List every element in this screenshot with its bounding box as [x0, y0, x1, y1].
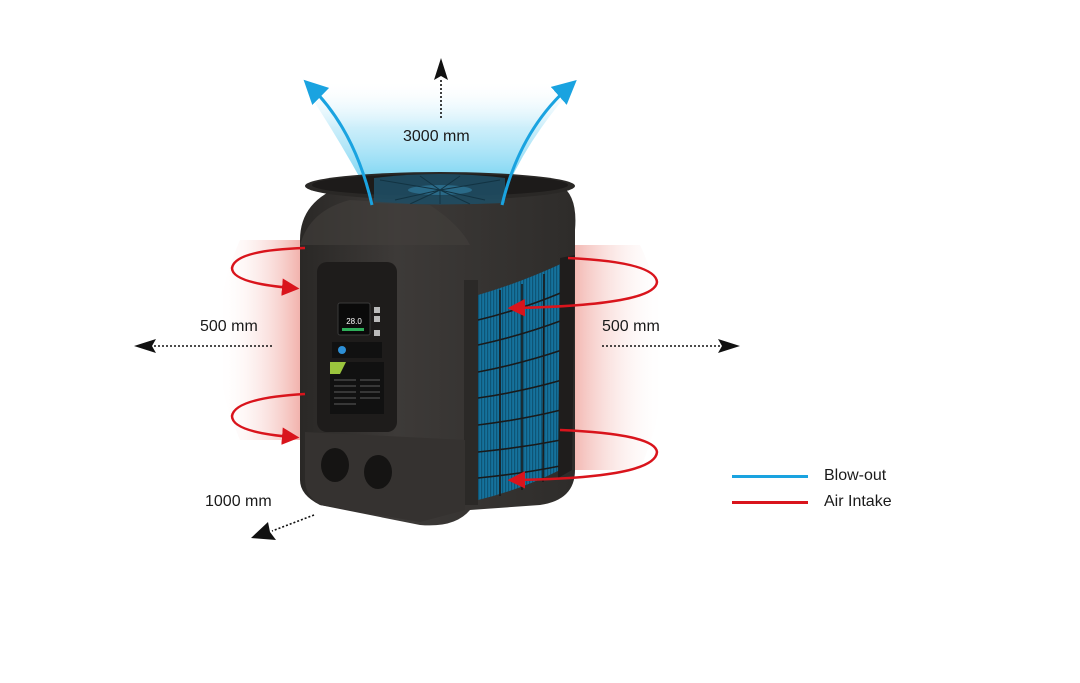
legend-label-blowout: Blow-out [824, 467, 887, 484]
water-outlet-port[interactable] [364, 455, 392, 489]
coil-frame [558, 255, 575, 478]
left-clearance-label: 500 mm [200, 318, 258, 335]
top-clearance-arrow [434, 58, 448, 118]
front-clearance-label: 1000 mm [205, 493, 272, 510]
right-clearance-label: 500 mm [602, 318, 660, 335]
left-intake-zone [217, 240, 305, 440]
fan-grille-spokes [379, 175, 501, 205]
brand-badge [332, 342, 382, 358]
legend-item-intake: Air Intake [732, 493, 892, 511]
intake-arrow-right-bottom [507, 428, 659, 489]
intake-arrow-left-top [230, 246, 306, 296]
display-screen [337, 302, 371, 336]
heat-pump-unit: 28.0 [300, 172, 576, 526]
front-clearance-arrow [251, 514, 315, 540]
display-readout: 28.0 [346, 317, 362, 326]
legend-item-blowout: Blow-out [732, 467, 886, 485]
top-clearance-label: 3000 mm [403, 128, 470, 145]
spec-label-lines [334, 379, 380, 405]
display-button-3[interactable] [374, 330, 380, 336]
legend-swatch-blowout [732, 474, 808, 478]
legend-label-intake: Air Intake [824, 493, 892, 510]
spec-label-accent [330, 362, 346, 374]
display-button-2[interactable] [374, 316, 380, 322]
legend-swatch-intake [732, 500, 808, 504]
blowout-zone [300, 80, 580, 200]
display-button-1[interactable] [374, 307, 380, 313]
intake-arrow-left-bottom [230, 392, 306, 445]
blowout-arrow-right [500, 80, 577, 206]
right-clearance-arrow [602, 339, 740, 353]
left-clearance-arrow [134, 339, 272, 353]
brand-logo-icon [338, 346, 346, 354]
right-intake-zone [565, 245, 665, 470]
blowout-arrow-left [303, 79, 374, 206]
display-bar [342, 328, 364, 331]
side-post [464, 280, 478, 505]
intake-arrow-right-top [507, 256, 659, 317]
body-shoulder [300, 200, 470, 245]
water-inlet-port[interactable] [321, 448, 349, 482]
